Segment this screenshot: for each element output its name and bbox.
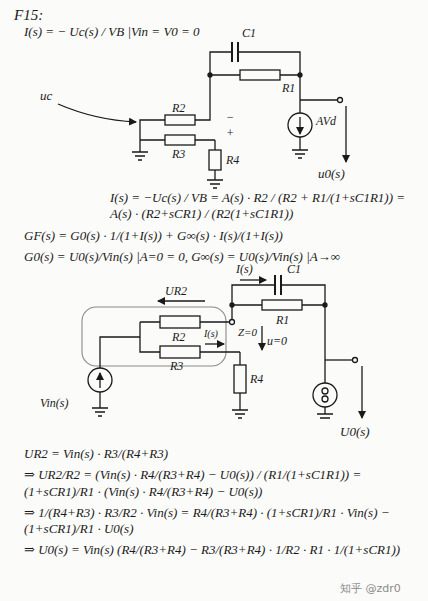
ground-symbol xyxy=(292,137,308,158)
terminal xyxy=(353,358,358,363)
terminal xyxy=(230,320,235,325)
node-dot xyxy=(298,73,302,77)
resistor-symbol xyxy=(165,115,195,125)
voltage-source-symbol xyxy=(88,368,112,392)
signal-label: UR2 xyxy=(165,284,187,299)
resistor-symbol xyxy=(240,70,280,80)
signal-label: Vin(s) xyxy=(40,396,68,411)
terminal xyxy=(338,98,343,103)
current-source-symbol xyxy=(313,383,337,407)
component-label: R3 xyxy=(172,147,185,162)
signal-label: U0(s) xyxy=(340,424,370,440)
equation: ⇒ UR2/R2 = (Vin(s) · R4/(R3+R4) − U0(s))… xyxy=(24,467,424,500)
wire xyxy=(300,99,340,100)
signal-label: I(s) xyxy=(236,262,253,277)
resistor-symbol xyxy=(209,150,221,170)
capacitor-symbol xyxy=(232,42,238,62)
node-dot xyxy=(230,303,234,307)
resistor-symbol xyxy=(165,135,195,145)
wire xyxy=(140,75,215,152)
ground-symbol xyxy=(232,410,248,418)
watermark: 知乎 @zdr0 xyxy=(340,582,401,596)
component-label: C1 xyxy=(287,262,301,277)
capacitor-symbol xyxy=(275,275,281,295)
component-label: R4 xyxy=(226,153,239,168)
equation: ⇒ U0(s) = Vin(s) (R4/(R3+R4) − R3/(R3+R4… xyxy=(24,542,400,558)
node-dot xyxy=(323,303,327,307)
voltage-arrow xyxy=(58,104,136,122)
ground-symbol xyxy=(317,407,333,418)
source-mark xyxy=(322,396,328,402)
ground-symbol xyxy=(132,152,148,160)
component-label: R3 xyxy=(170,359,183,374)
voltage-arrow xyxy=(361,366,362,418)
annotation: Z=0 xyxy=(238,326,257,340)
component-label: R2 xyxy=(172,101,185,116)
wire xyxy=(210,52,300,113)
component-label: AVd xyxy=(316,114,336,129)
component-label: R2 xyxy=(172,330,185,345)
voltage-arrow xyxy=(345,106,346,162)
component-label: R1 xyxy=(282,81,295,96)
polarity-sign: − xyxy=(226,110,234,125)
signal-label: u0(s) xyxy=(318,166,345,182)
source-arrow xyxy=(299,117,300,134)
component-label: R4 xyxy=(250,372,263,387)
page-title: F15: xyxy=(14,6,43,25)
signal-label: uc xyxy=(40,88,52,104)
equation: I(s) = −Uc(s) / VB = A(s) · R2 / (R2 + R… xyxy=(110,190,420,223)
ground-symbol xyxy=(92,392,108,416)
equation: GF(s) = G0(s) · 1/(1+I(s)) + G∞(s) · I(s… xyxy=(24,228,283,244)
circuit-one xyxy=(58,42,346,188)
circuit-two xyxy=(82,275,362,418)
current-arrow xyxy=(205,343,224,344)
ground-symbol xyxy=(207,180,223,188)
resistor-symbol xyxy=(160,346,200,358)
resistor-symbol xyxy=(234,365,246,393)
equation: UR2 = Vin(s) · R3/(R4+R3) xyxy=(24,446,168,462)
annotation: u=0 xyxy=(267,334,287,349)
component-label: C1 xyxy=(242,26,256,41)
equation: ⇒ 1/(R4+R3) · R3/R2 · Vin(s) = R4/(R3+R4… xyxy=(24,505,424,538)
signal-label: I(s) xyxy=(204,328,218,341)
current-source-symbol xyxy=(288,113,312,137)
source-arrow xyxy=(99,373,100,388)
resistor-symbol xyxy=(160,316,200,328)
wire xyxy=(325,359,355,360)
source-mark xyxy=(322,388,328,394)
voltage-arrow xyxy=(158,300,205,301)
polarity-sign: + xyxy=(226,126,234,141)
equation: I(s) = − Uc(s) / VB |Vin = V0 = 0 xyxy=(24,24,200,40)
component-label: R1 xyxy=(276,313,289,328)
voltage-arrow xyxy=(261,326,262,350)
resistor-symbol xyxy=(262,300,302,310)
current-arrow xyxy=(240,279,266,280)
